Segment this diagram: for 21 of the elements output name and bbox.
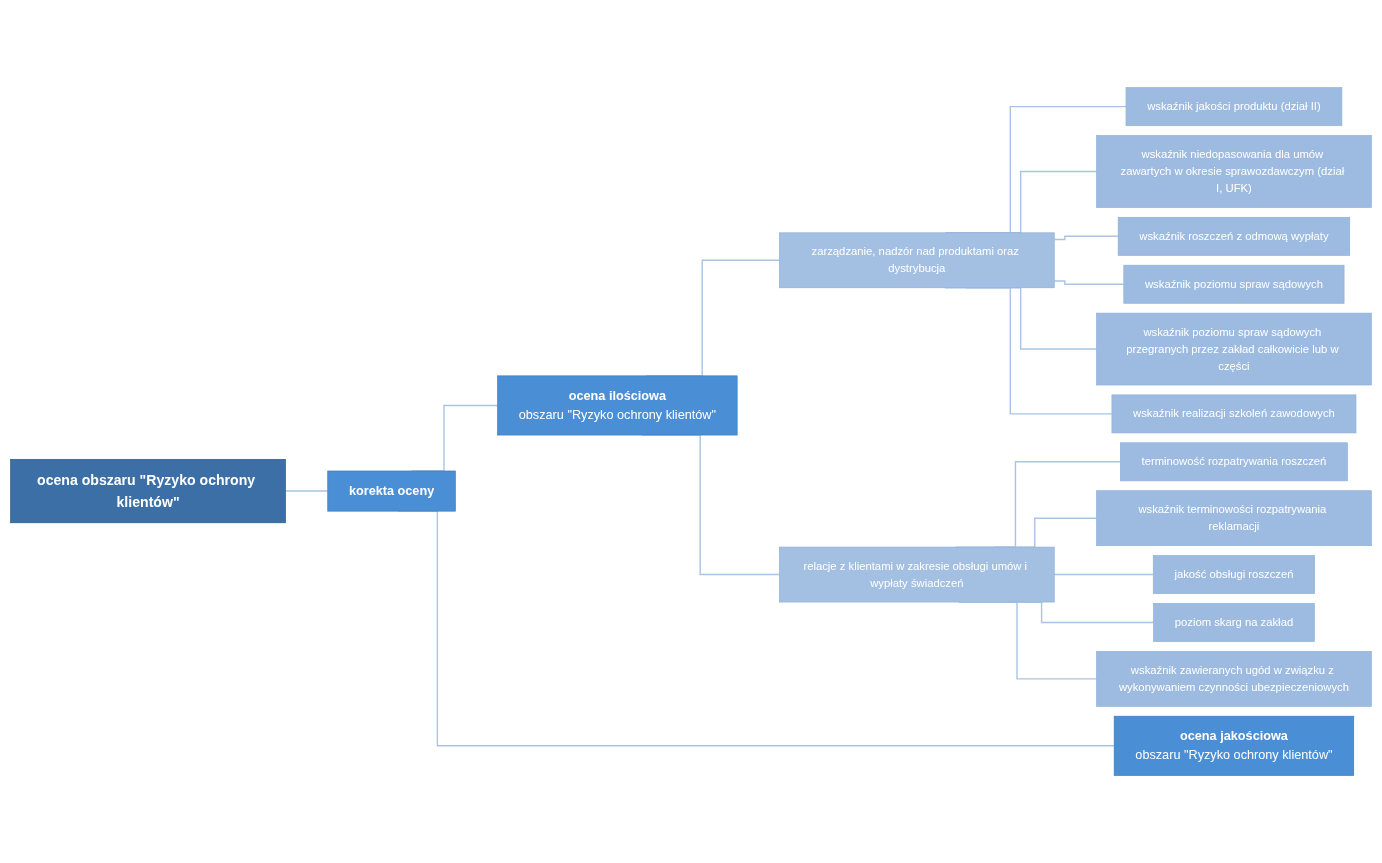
connector	[1053, 280, 1125, 285]
node-box: wskaźnik poziomu spraw sądowych przegranych przez zakład całkowicie lub w części	[1096, 312, 1372, 386]
node-box: ocena jakościowa obszaru "Ryzyko ochrony klientów"	[1113, 715, 1355, 776]
node-box: jakość obsługi roszczeń	[1152, 555, 1315, 594]
node-box: relacje z klientami w zakresie obsługi umów i wypłaty świadczeń	[779, 546, 1055, 603]
node-box: ocena ilościowa obszaru "Ryzyko ochrony klientów"	[497, 375, 738, 436]
node-box: ocena obszaru "Ryzyko ochrony klientów"	[10, 458, 286, 524]
node-box: terminowość rozpatrywania roszczeń	[1120, 442, 1348, 482]
node-box: poziom skarg na zakład	[1153, 603, 1315, 642]
node-box: wskaźnik poziomu spraw sądowych	[1123, 264, 1345, 304]
node-box: korekta oceny	[327, 470, 456, 512]
node-box: wskaźnik zawieranych ugód w związku z wykonywaniem czynności ubezpieczeniowych	[1096, 651, 1372, 707]
node-box: wskaźnik jakości produktu (dział II)	[1125, 87, 1343, 126]
node-box: zarządzanie, nadzór nad produktami oraz dystrybucja	[779, 232, 1055, 289]
connector	[1053, 235, 1119, 241]
node-box: wskaźnik realizacji szkoleń zawodowych	[1111, 394, 1357, 434]
node-box: wskaźnik roszczeń z odmową wypłaty	[1117, 216, 1351, 256]
node-box: wskaźnik niedopasowania dla umów zawartych w okresie sprawozdawczym (dział I, UFK)	[1096, 135, 1372, 208]
connector	[284, 490, 329, 492]
node-box: wskaźnik terminowości rozpatrywania reklamacji	[1096, 490, 1372, 546]
connector	[1053, 573, 1154, 576]
